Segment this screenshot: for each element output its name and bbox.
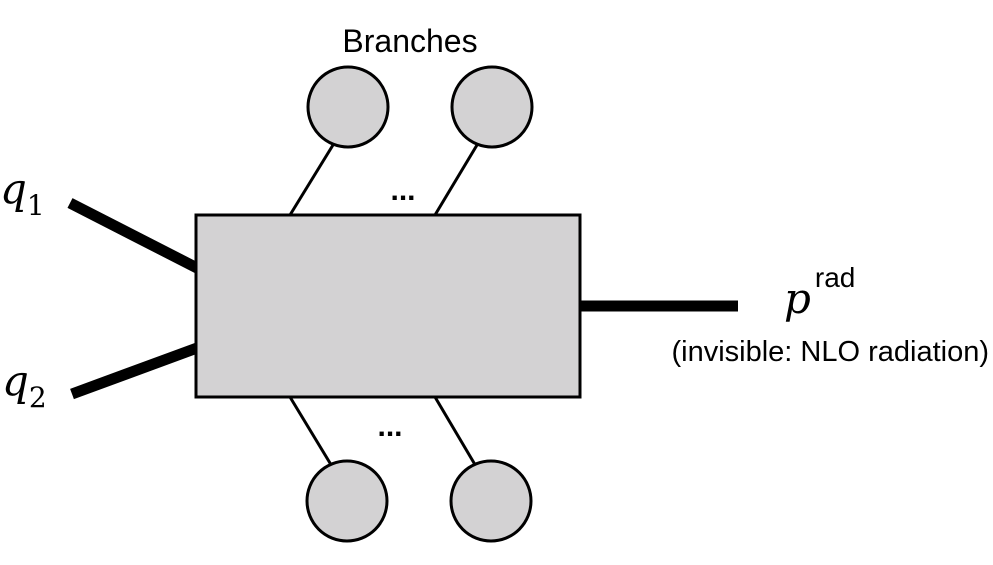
top-branch-line-right <box>433 144 479 216</box>
top-branch-line-left <box>288 144 335 216</box>
input-line-q2 <box>70 342 199 400</box>
bottom-branch-line-right <box>433 396 479 469</box>
label-q2: q2 <box>2 356 47 414</box>
top-branch-circle-left <box>306 65 390 149</box>
prad-caption: (invisible: NLO radiation) <box>671 336 989 368</box>
bottom-branch-circle-right <box>449 459 533 543</box>
bottom-branch-circle-left <box>305 459 389 543</box>
top-branch-circle-right <box>450 65 534 149</box>
bottom-branch-line-left <box>288 396 335 469</box>
branches-title: Branches <box>342 23 477 59</box>
input-line-q1 <box>67 198 200 273</box>
top-ellipsis: ... <box>390 174 415 207</box>
hard-process-box <box>194 213 582 399</box>
bottom-ellipsis: ... <box>377 410 402 443</box>
label-q1: q1 <box>0 164 45 222</box>
